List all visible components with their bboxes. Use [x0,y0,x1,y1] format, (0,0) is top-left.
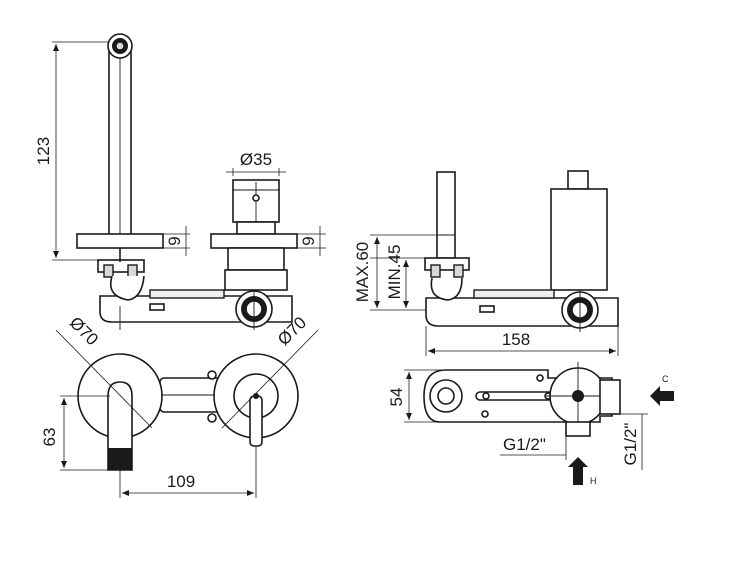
dim-54: 54 [387,388,406,407]
handle-flange [210,233,298,249]
dim-123: 123 [34,137,53,165]
body-plan: 54 G1/2" G1/2" C H [387,362,674,486]
cold-label: C [662,374,669,384]
cold-inlet-arrow [650,386,674,406]
side-elevation: MAX.60 MIN.45 158 [353,170,619,356]
dim-9-right: 9 [299,236,318,245]
dim-diameter-70-left: Ø70 [66,313,102,349]
hot-inlet-arrow [568,457,588,485]
dim-g12-side: G1/2" [621,423,640,466]
front-elevation: 123 9 9 Ø35 [34,33,326,330]
handle-lever [249,395,263,447]
dim-63: 63 [40,428,59,447]
side-spout-stem [436,171,456,259]
dim-9-left: 9 [165,236,184,245]
dim-diameter-35: Ø35 [240,150,272,169]
hot-label: H [590,476,597,486]
dim-g12-bottom: G1/2" [503,435,546,454]
dim-109: 109 [167,472,195,491]
dim-min-45: MIN.45 [385,245,404,300]
plan-view: Ø70 Ø70 63 109 [40,313,319,498]
dim-max-60: MAX.60 [353,242,372,302]
side-cylinder [550,188,608,291]
spout-flange [76,233,164,249]
dim-158: 158 [502,330,530,349]
side-cap [567,170,589,190]
